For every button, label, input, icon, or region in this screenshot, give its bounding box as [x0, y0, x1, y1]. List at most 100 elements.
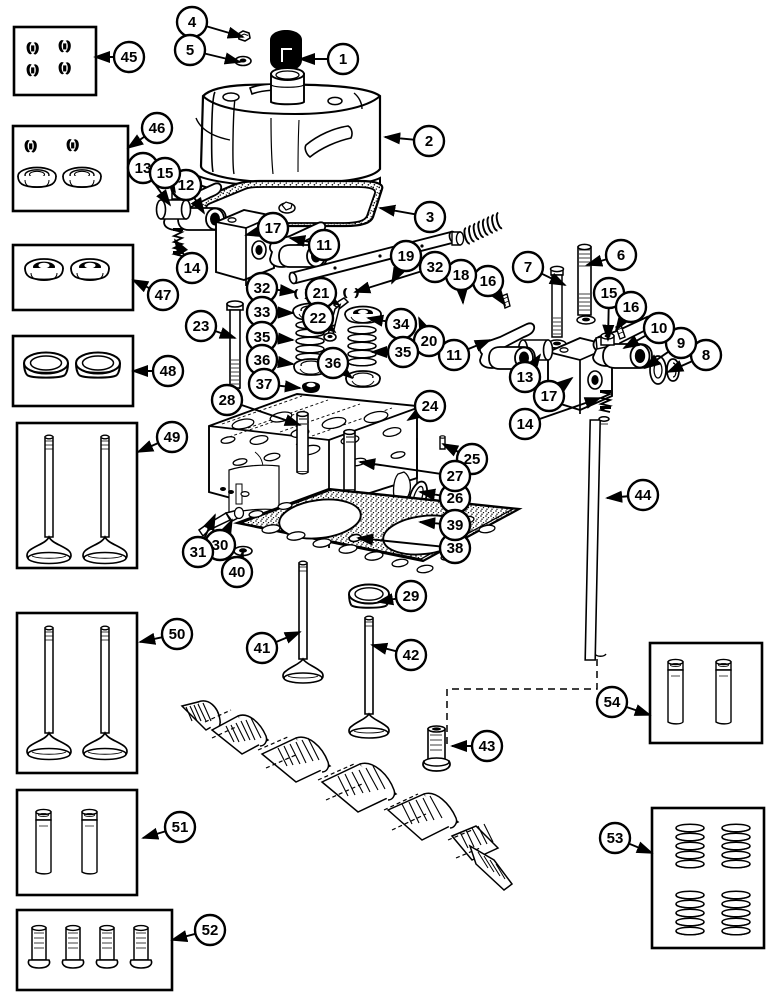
leader-line [136, 440, 159, 453]
balloon-label: 54 [604, 694, 621, 711]
inset-box-46 [11, 124, 130, 213]
callout-24: 24 [406, 389, 447, 423]
balloon-circle [151, 354, 185, 388]
balloon-label: 13 [135, 160, 152, 177]
balloon-label: 19 [398, 248, 415, 265]
balloon-label: 16 [480, 273, 497, 290]
callout-47: 47 [131, 278, 180, 312]
leader-line [614, 313, 630, 332]
balloon-circle [148, 156, 182, 190]
callout-5: 5 [173, 33, 242, 67]
assembly-line-pushrod-tappet [446, 659, 598, 746]
balloon-circle [412, 124, 446, 158]
balloon-circle [437, 338, 471, 372]
callout-23: 23 [184, 309, 237, 343]
leader-line [206, 25, 245, 39]
rocker-spring-14b [598, 390, 613, 413]
callout-6: 6 [585, 238, 638, 272]
leader-line [541, 272, 567, 286]
inset-box-48 [11, 334, 135, 408]
balloon-label: 24 [422, 398, 439, 415]
balloon-label: 23 [193, 318, 210, 335]
balloon-label: 36 [325, 355, 342, 372]
balloon-circle [532, 379, 566, 413]
balloon-label: 7 [524, 259, 532, 276]
balloon-label: 20 [421, 333, 438, 350]
balloon-label: 15 [601, 285, 618, 302]
callout-45: 45 [93, 40, 146, 74]
leader-line [276, 284, 297, 297]
balloon-circle [316, 346, 350, 380]
callout-42: 42 [370, 638, 428, 672]
balloon-label: 27 [447, 468, 464, 485]
leader-line [625, 704, 652, 716]
leader-line [556, 376, 574, 393]
balloon-circle [511, 250, 545, 284]
balloon-label: 21 [313, 285, 330, 302]
callout-14: 14 [508, 397, 602, 441]
balloon-label: 35 [395, 344, 412, 361]
balloon-circle [301, 301, 335, 335]
balloon-circle [175, 251, 209, 285]
callout-53: 53 [598, 821, 654, 855]
leader-line [336, 363, 354, 380]
leader-line [622, 334, 647, 349]
balloon-label: 12 [178, 177, 195, 194]
leader-line [585, 254, 607, 267]
leader-line [455, 287, 468, 305]
callout-28: 28 [210, 383, 302, 426]
leader-line [203, 513, 216, 539]
leader-line [214, 327, 237, 339]
valve-seal-a [17, 166, 57, 189]
balloon-label: 33 [254, 304, 271, 321]
balloon-circle [626, 478, 660, 512]
balloon-label: 45 [121, 49, 138, 66]
balloon-circle [508, 407, 542, 441]
balloon-label: 49 [164, 429, 181, 446]
leader-line [356, 533, 441, 548]
inset-box-49 [15, 421, 139, 570]
callout-40: 40 [220, 550, 254, 589]
callout-21: 21 [304, 276, 341, 310]
balloon-label: 28 [219, 392, 236, 409]
balloon-label: 36 [254, 352, 271, 369]
callout-51: 51 [141, 810, 197, 844]
callout-43: 43 [450, 729, 504, 763]
balloon-circle [413, 389, 447, 423]
valve-seal-b [62, 166, 102, 189]
callout-34: 34 [366, 307, 418, 341]
balloon-circle [470, 729, 504, 763]
valve-b-49 [82, 434, 128, 565]
balloon-label: 9 [677, 335, 685, 352]
leader-line [441, 443, 460, 457]
balloon-circle [413, 200, 447, 234]
balloon-circle [140, 111, 174, 145]
balloon-label: 22 [310, 310, 327, 327]
balloon-circle [307, 228, 341, 262]
stud-washer-b [576, 315, 596, 325]
shaft-spring-18 [463, 211, 503, 245]
callout-41: 41 [245, 631, 302, 665]
balloon-label: 42 [403, 647, 420, 664]
leader-line [526, 353, 542, 371]
inset-box-45 [12, 25, 98, 97]
leader-line [418, 517, 441, 530]
leader-line [240, 403, 302, 426]
balloon-label: 35 [254, 329, 271, 346]
head-dowel-27 [296, 410, 309, 475]
balloon-label: 31 [190, 544, 207, 561]
balloon-label: 32 [254, 280, 271, 297]
stem-seal-b [70, 258, 110, 282]
balloon-label: 4 [188, 14, 197, 31]
balloon-label: 13 [517, 369, 534, 386]
inset-box-51 [15, 788, 139, 897]
callout-29: 29 [376, 579, 428, 613]
valve-seal-37 [302, 381, 320, 393]
callout-14: 14 [174, 238, 209, 285]
leader-line [358, 458, 441, 475]
balloon-label: 26 [447, 490, 464, 507]
balloon-label: 38 [447, 540, 464, 557]
balloon-label: 3 [426, 209, 434, 226]
balloon-label: 14 [517, 416, 534, 433]
